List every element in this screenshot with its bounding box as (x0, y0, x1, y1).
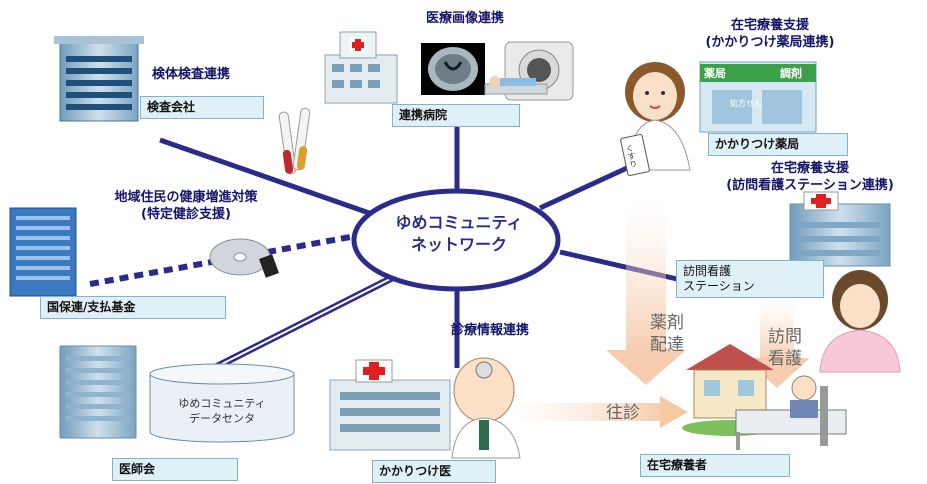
cd-disc-icon (209, 238, 279, 278)
hub-ellipse (351, 188, 561, 292)
caption-health: 地域住民の健康増進対策 (特定健診支援) (86, 189, 286, 223)
datacenter-building-icon (59, 345, 295, 443)
line-pharmacy (538, 159, 642, 211)
insurance-building-icon (9, 207, 77, 297)
line-nursing (559, 249, 691, 285)
datacenter-link (208, 274, 394, 374)
visit-label: 訪問 看護 (768, 326, 802, 370)
pharmacy-sign: 薬局 (704, 67, 726, 80)
patient-bed-icon (735, 375, 847, 450)
line-lab (159, 137, 373, 217)
label-insurance: 国保連/支払基金 (40, 296, 226, 319)
caption-nursing: 在宅療養支援 (訪問看護ステーション連携) (700, 160, 920, 194)
hospital-building-icon (324, 31, 398, 104)
doctor-icon (451, 357, 521, 459)
datacenter-line2: データセンタ (189, 412, 255, 425)
label-doctors-assoc: 医師会 (112, 458, 238, 481)
datacenter-label: ゆめコミュニティ データセンタ (150, 396, 294, 426)
label-home-patient: 在宅療養者 (640, 454, 790, 477)
delivery-line2: 配達 (650, 335, 684, 355)
caption-clinical: 診療情報連携 (450, 323, 529, 338)
visit-line1: 訪問 (768, 327, 802, 347)
caption-specimen: 検体検査連携 (152, 67, 231, 82)
clinic-building-icon (329, 359, 451, 451)
caption-pharmacy-line2: (かかりつけ薬局連携) (705, 35, 835, 50)
house-call-arrow (510, 396, 688, 428)
delivery-label: 薬剤 配達 (650, 312, 684, 356)
caption-pharmacy-line1: 在宅療養支援 (730, 18, 809, 33)
label-lab: 検査会社 (140, 96, 264, 119)
prescription-sign: 処方せん (730, 99, 762, 108)
pharmacy-building-icon (699, 61, 817, 133)
label-family-doctor: かかりつけ医 (372, 460, 496, 483)
caption-nursing-line2: (訪問看護ステーション連携) (726, 178, 894, 193)
lab-building-icon (54, 36, 144, 122)
nurse-icon (819, 270, 901, 373)
hub-line2: ネットワーク (410, 235, 507, 254)
label-nursing-line1: 訪問看護 (683, 264, 732, 278)
house-call-label: 往診 (606, 403, 640, 423)
visit-line2: 看護 (768, 349, 802, 369)
label-pharmacy: かかりつけ薬局 (708, 133, 848, 156)
nursing-station-icon (789, 191, 891, 267)
caption-health-line2: (特定健診支援) (141, 207, 231, 222)
test-tubes-icon (278, 107, 311, 175)
caption-health-line1: 地域住民の健康増進対策 (114, 190, 258, 205)
caption-pharmacy: 在宅療養支援 (かかりつけ薬局連携) (680, 17, 860, 51)
label-nursing-line2: ステーション (683, 279, 755, 293)
visit-arrow (744, 300, 810, 388)
caption-nursing-line1: 在宅療養支援 (770, 161, 849, 176)
hub-title: ゆめコミュニティ ネットワーク (354, 212, 564, 256)
pharmacist-icon (620, 62, 691, 176)
mri-machine-icon (484, 41, 574, 101)
delivery-arrow (606, 200, 686, 385)
label-nursing: 訪問看護 ステーション (676, 260, 824, 298)
hub-line1: ゆめコミュニティ (395, 213, 523, 232)
pharmacy-sign2: 調剤 (780, 67, 802, 80)
caption-imaging: 医療画像連携 (425, 11, 504, 26)
label-hospital: 連携病院 (392, 104, 520, 127)
delivery-line1: 薬剤 (650, 313, 684, 333)
datacenter-line1: ゆめコミュニティ (178, 397, 266, 410)
brain-scan-icon (421, 43, 485, 95)
